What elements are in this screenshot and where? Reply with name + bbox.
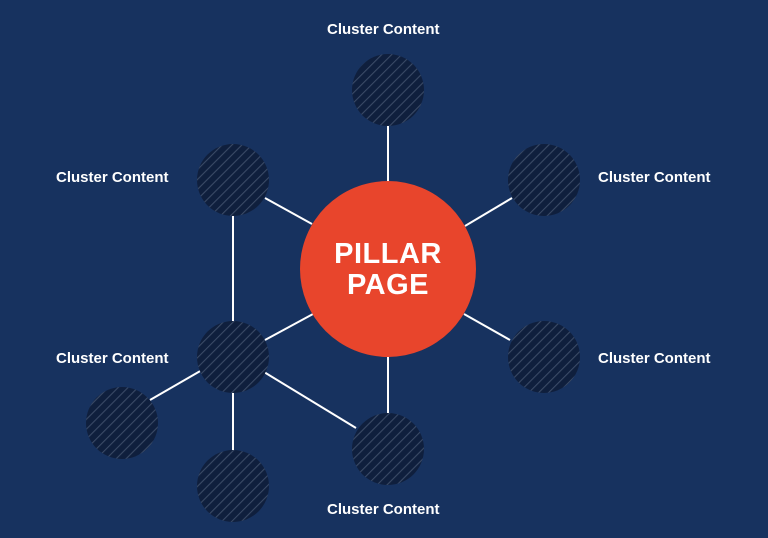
cluster-node-lower-left (197, 321, 269, 393)
connector-upper-left (264, 197, 313, 225)
label-cluster-lower-left: Cluster Content (56, 350, 169, 367)
cluster-node-top (352, 54, 424, 126)
cluster-node-upper-right (508, 144, 580, 216)
pillar-circle (300, 181, 476, 357)
label-cluster-upper-left: Cluster Content (56, 169, 169, 186)
connector-upper-right (464, 197, 513, 227)
connector-sub-left (149, 369, 203, 401)
pillar-label: PILLAR PAGE (300, 239, 476, 301)
sub-cluster-node-bottom (197, 450, 269, 522)
label-cluster-bottom: Cluster Content (327, 501, 440, 518)
connector-sub-to-bottom (263, 371, 357, 429)
cluster-node-upper-left (197, 144, 269, 216)
pillar-label-line1: PILLAR (334, 238, 442, 270)
sub-cluster-node-left (86, 387, 158, 459)
label-cluster-lower-right: Cluster Content (598, 350, 711, 367)
cluster-node-bottom (352, 413, 424, 485)
pillar-label-line2: PAGE (346, 269, 430, 301)
label-cluster-top: Cluster Content (327, 21, 440, 38)
cluster-node-lower-right (508, 321, 580, 393)
connector-lower-right (463, 313, 511, 341)
connector-lower-left (264, 313, 314, 341)
label-cluster-upper-right: Cluster Content (598, 169, 711, 186)
